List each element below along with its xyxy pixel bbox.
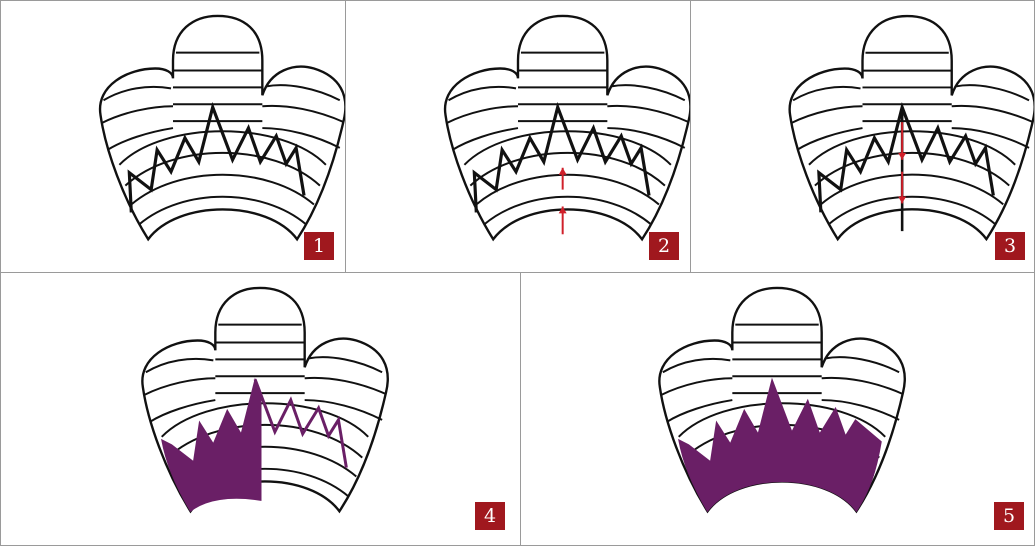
purple-fill bbox=[162, 379, 261, 511]
paw-drawing bbox=[659, 288, 904, 511]
step-number-badge: 4 bbox=[475, 502, 505, 530]
stripe-line bbox=[821, 175, 1003, 205]
step-panel-1: 1 bbox=[0, 0, 346, 273]
stripe-line bbox=[952, 106, 1033, 122]
stripe-line bbox=[447, 106, 518, 123]
step-panel-2: 2 bbox=[345, 0, 691, 273]
stripe-line bbox=[661, 378, 732, 395]
stripe-line bbox=[826, 357, 899, 372]
stripe-line bbox=[266, 85, 339, 100]
paw-drawing bbox=[142, 288, 387, 511]
stripe-line bbox=[822, 378, 903, 394]
stripe-line bbox=[262, 106, 343, 122]
step-number-badge: 1 bbox=[304, 232, 334, 260]
stripe-line bbox=[793, 87, 860, 100]
stripe-line bbox=[104, 87, 172, 100]
step-number-badge: 5 bbox=[994, 502, 1024, 530]
step-panel-3: 3 bbox=[690, 0, 1035, 273]
paw-diagram bbox=[691, 1, 1034, 272]
step-panel-4: 4 bbox=[0, 272, 521, 546]
paw-diagram bbox=[346, 1, 690, 272]
step-number-badge: 3 bbox=[995, 232, 1025, 260]
stripe-line bbox=[611, 85, 684, 100]
stripe-line bbox=[956, 85, 1029, 100]
paw-drawing bbox=[100, 16, 345, 239]
step-number-badge: 2 bbox=[649, 232, 679, 260]
stripe-line bbox=[449, 87, 517, 100]
red-arrowhead bbox=[898, 153, 906, 160]
stripe-line bbox=[791, 106, 862, 123]
stripe-line bbox=[663, 359, 731, 372]
stripe-line bbox=[607, 106, 688, 122]
paw-outline bbox=[100, 16, 345, 239]
paw-diagram bbox=[1, 1, 345, 272]
paw-diagram bbox=[1, 273, 520, 545]
paw-outline bbox=[790, 16, 1034, 239]
red-arrowhead bbox=[898, 196, 906, 203]
step-panel-5: 5 bbox=[520, 272, 1035, 546]
stripe-line bbox=[305, 378, 386, 394]
stripe-line bbox=[309, 357, 382, 372]
paw-diagram bbox=[521, 273, 1034, 545]
paw-drawing bbox=[790, 16, 1034, 239]
stripe-line bbox=[146, 359, 214, 372]
purple-fill bbox=[679, 379, 882, 511]
stripe-line bbox=[102, 106, 173, 123]
stripe-line bbox=[476, 175, 659, 205]
stripe-line bbox=[131, 175, 314, 205]
stripe-line bbox=[144, 378, 215, 395]
red-arrowhead bbox=[559, 168, 567, 175]
paw-drawing bbox=[445, 16, 690, 239]
paw-outline bbox=[445, 16, 690, 239]
